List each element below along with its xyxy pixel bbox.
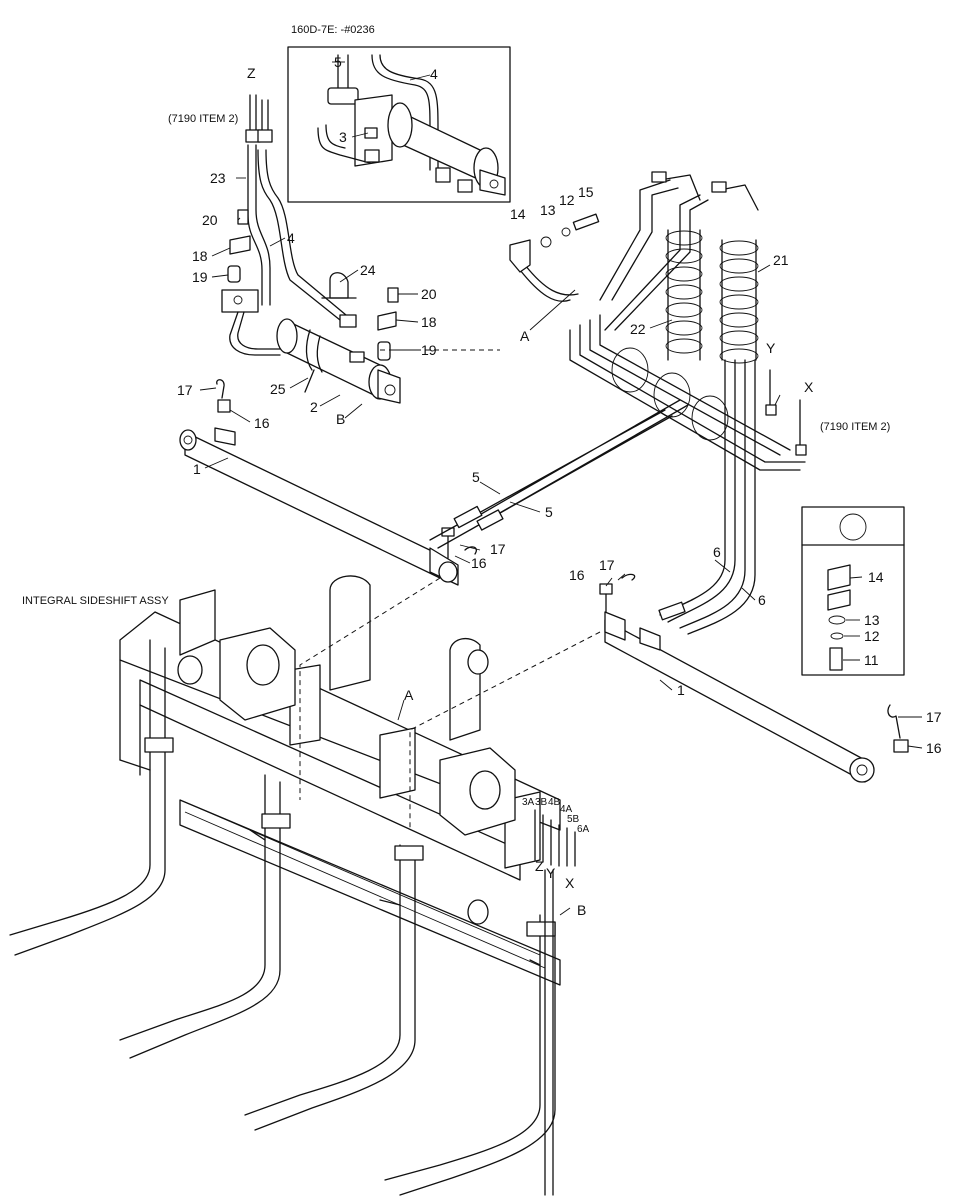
sideshift-frame bbox=[9, 575, 561, 1196]
callout-3: 3 bbox=[339, 129, 347, 145]
callout-20: 20 bbox=[421, 286, 437, 302]
callout-a: A bbox=[520, 328, 530, 344]
callout-14: 14 bbox=[868, 569, 884, 585]
inset-detail-box bbox=[287, 46, 511, 203]
callout-16: 16 bbox=[569, 567, 585, 583]
callout-12: 12 bbox=[864, 628, 880, 644]
callout-4: 4 bbox=[430, 66, 438, 82]
callout-z: Z bbox=[247, 65, 256, 81]
callout-17: 17 bbox=[926, 709, 942, 725]
callout-11: 11 bbox=[864, 652, 879, 668]
callout-2: 2 bbox=[310, 399, 318, 415]
callout-18: 18 bbox=[192, 248, 208, 264]
callout-25: 25 bbox=[270, 381, 286, 397]
callout-6a: 6A bbox=[577, 824, 590, 835]
callout-5: 5 bbox=[334, 54, 342, 70]
assembly-label: INTEGRAL SIDESHIFT ASSY bbox=[22, 595, 169, 607]
sideshift-cylinder-right bbox=[599, 573, 909, 783]
callout-labels: 5 4 3 Z 23 20 4 18 19 24 20 18 19 25 2 B… bbox=[177, 54, 942, 918]
text-notes: 160D-7E: -#0236 (7190 ITEM 2) (7190 ITEM… bbox=[22, 24, 890, 607]
callout-23: 23 bbox=[210, 170, 226, 186]
callout-22: 22 bbox=[630, 321, 646, 337]
callout-16: 16 bbox=[254, 415, 270, 431]
detail-box-hardware bbox=[801, 506, 905, 676]
callout-19: 19 bbox=[192, 269, 208, 285]
callout-5b: 5B bbox=[567, 814, 580, 825]
callout-x: X bbox=[804, 379, 814, 395]
upper-left-assembly bbox=[221, 94, 401, 404]
callout-14: 14 bbox=[510, 206, 526, 222]
callout-5: 5 bbox=[545, 504, 553, 520]
callout-18: 18 bbox=[421, 314, 437, 330]
callout-16: 16 bbox=[926, 740, 942, 756]
callout-20: 20 bbox=[202, 212, 218, 228]
callout-x: X bbox=[565, 875, 575, 891]
callout-b: B bbox=[336, 411, 345, 427]
callout-24: 24 bbox=[360, 262, 376, 278]
reference-note-left: (7190 ITEM 2) bbox=[168, 113, 238, 125]
callout-6: 6 bbox=[758, 592, 766, 608]
callout-4b: 4B bbox=[548, 797, 561, 808]
callout-3a: 3A bbox=[522, 797, 535, 808]
reference-note-right: (7190 ITEM 2) bbox=[820, 421, 890, 433]
hose-coil-21 bbox=[719, 239, 759, 364]
callout-15: 15 bbox=[578, 184, 594, 200]
callout-5: 5 bbox=[472, 469, 480, 485]
callout-17: 17 bbox=[490, 541, 506, 557]
callout-y: Y bbox=[766, 340, 776, 356]
sideshift-cylinder-left bbox=[179, 379, 477, 586]
callout-4a: 4A bbox=[560, 804, 573, 815]
callout-16: 16 bbox=[471, 555, 487, 571]
callout-y: Y bbox=[546, 865, 556, 881]
callout-17: 17 bbox=[599, 557, 615, 573]
callout-13: 13 bbox=[864, 612, 880, 628]
callout-z: Z bbox=[535, 858, 544, 874]
callout-1: 1 bbox=[193, 461, 201, 477]
callout-21: 21 bbox=[773, 252, 789, 268]
callout-13: 13 bbox=[540, 202, 556, 218]
callout-17: 17 bbox=[177, 382, 193, 398]
hoses-5 bbox=[429, 399, 689, 549]
hose-coil-22 bbox=[665, 229, 703, 361]
callout-a: A bbox=[404, 687, 414, 703]
hose-bundle-center bbox=[509, 171, 807, 635]
callout-6: 6 bbox=[713, 544, 721, 560]
callout-3b: 3B bbox=[535, 797, 548, 808]
callout-b: B bbox=[577, 902, 586, 918]
callout-19: 19 bbox=[421, 342, 437, 358]
serial-note: 160D-7E: -#0236 bbox=[291, 24, 375, 36]
fitting-group-xyz bbox=[534, 809, 576, 867]
callout-1: 1 bbox=[677, 682, 685, 698]
leader-lines bbox=[199, 61, 923, 916]
callout-4: 4 bbox=[287, 230, 295, 246]
callout-12: 12 bbox=[559, 192, 575, 208]
